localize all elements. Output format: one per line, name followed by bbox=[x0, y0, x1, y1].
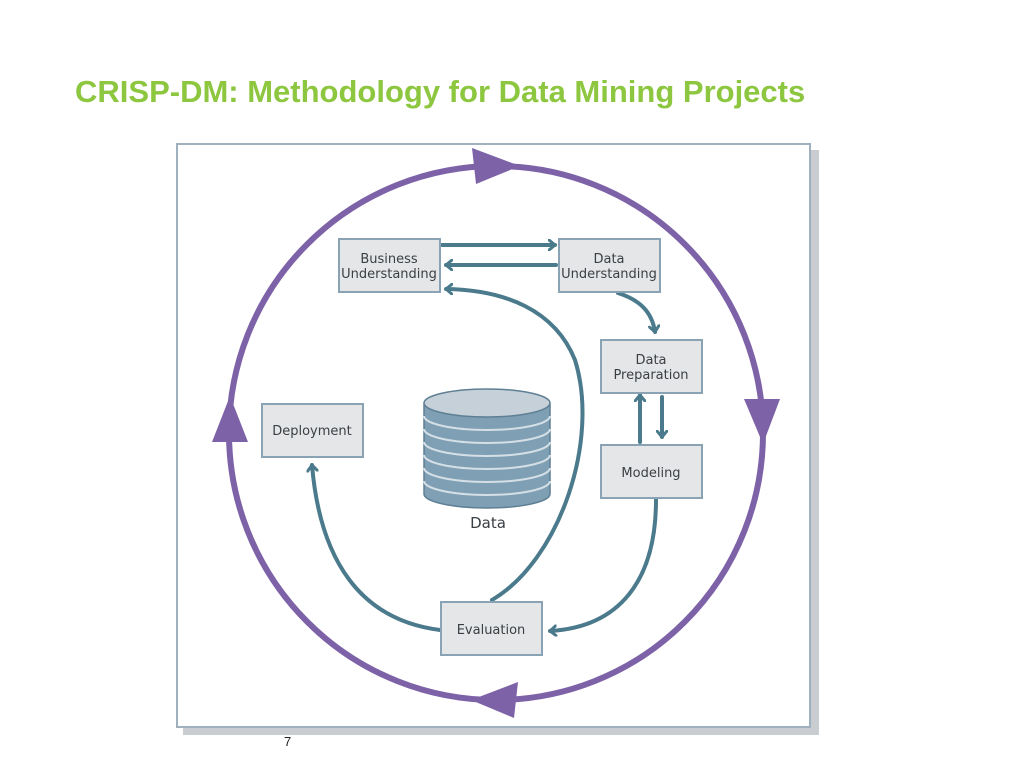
outer-cycle-arrow-bottom bbox=[471, 682, 518, 718]
label-business-understanding-line1: Business bbox=[360, 252, 418, 267]
box-modeling: Modeling bbox=[600, 444, 703, 499]
box-evaluation: Evaluation bbox=[440, 601, 543, 656]
label-data-understanding-line2: Understanding bbox=[561, 267, 657, 282]
outer-cycle-arrow-top bbox=[472, 148, 520, 184]
box-business-understanding: Business Understanding bbox=[338, 238, 441, 293]
label-business-understanding-line2: Understanding bbox=[341, 267, 437, 282]
label-data-preparation-line2: Preparation bbox=[613, 368, 688, 383]
page-number: 7 bbox=[284, 734, 292, 749]
label-evaluation: Evaluation bbox=[457, 623, 526, 638]
box-data-understanding: Data Understanding bbox=[558, 238, 661, 293]
arrow-data-understanding-to-preparation bbox=[616, 291, 655, 334]
label-modeling: Modeling bbox=[621, 466, 680, 481]
label-deployment: Deployment bbox=[272, 424, 352, 439]
outer-cycle-arrow-right bbox=[744, 399, 780, 444]
arrow-evaluation-to-deployment bbox=[312, 463, 442, 632]
arrow-evaluation-to-business bbox=[444, 289, 585, 602]
outer-cycle-arrow-left bbox=[212, 396, 248, 442]
arrow-modeling-to-evaluation bbox=[548, 498, 658, 631]
data-store-label: Data bbox=[470, 514, 506, 532]
data-cylinder-icon bbox=[423, 388, 551, 509]
slide-title: CRISP-DM: Methodology for Data Mining Pr… bbox=[75, 74, 806, 109]
box-deployment: Deployment bbox=[261, 403, 364, 458]
label-data-understanding-line1: Data bbox=[593, 252, 624, 267]
label-data-preparation-line1: Data bbox=[635, 353, 666, 368]
box-data-preparation: Data Preparation bbox=[600, 339, 703, 394]
